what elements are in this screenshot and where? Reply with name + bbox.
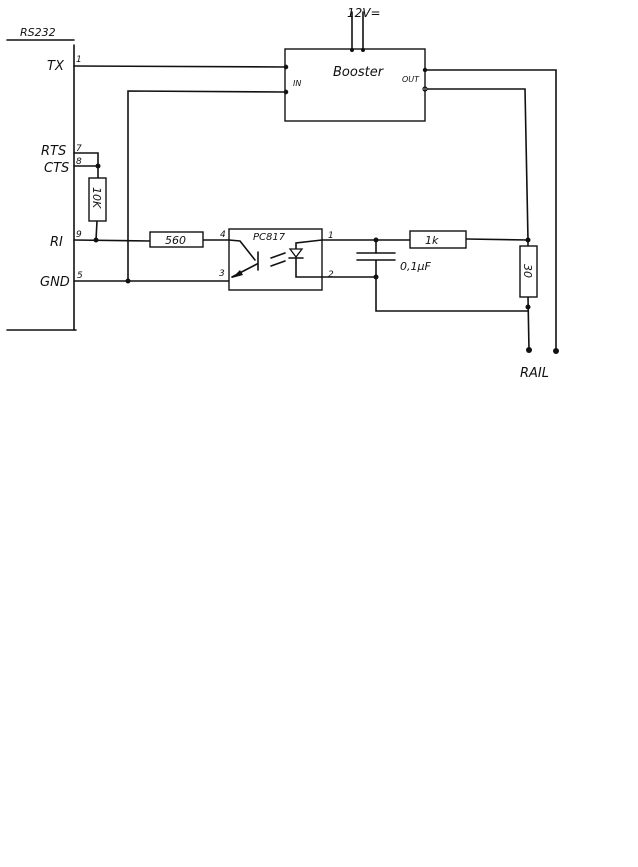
signal-cts: CTS: [44, 161, 69, 176]
rs232-connector: RS232 TX 1 RTS 7 CTS 8 RI 9 GND 5: [6, 26, 83, 331]
booster: Booster IN OUT 12V=: [283, 6, 426, 122]
resistor-1k: 1k: [409, 230, 467, 249]
wires: [73, 11, 557, 353]
signal-gnd: GND: [40, 275, 70, 290]
pin-7: 7: [76, 144, 82, 154]
opto-pin-3: 3: [219, 269, 225, 279]
resistor-10k: 10K: [88, 177, 107, 222]
booster-label: Booster: [333, 65, 385, 80]
resistor-30: 30: [519, 245, 538, 298]
opto-pin-4: 4: [220, 230, 226, 240]
signal-ri: RI: [50, 235, 63, 250]
signal-rts: RTS: [41, 144, 66, 159]
resistor-10k-label: 10K: [90, 187, 103, 209]
resistor-1k-label: 1k: [425, 234, 439, 247]
optocoupler-pc817: PC817 4 3 1 2: [219, 228, 334, 291]
resistor-560-label: 560: [165, 234, 186, 247]
capacitor-label: 0,1µF: [400, 260, 431, 273]
led-icon: [270, 239, 323, 278]
opto-pin-2: 2: [328, 270, 334, 280]
rail-label: RAIL: [520, 366, 549, 381]
rail-output: RAIL: [520, 347, 559, 381]
pin-5: 5: [77, 271, 83, 281]
supply-label: 12V=: [347, 6, 381, 20]
signal-tx: TX: [47, 59, 65, 74]
booster-in-label: IN: [293, 79, 301, 88]
pin-1: 1: [76, 55, 82, 65]
booster-out-label: OUT: [402, 75, 420, 84]
opto-pin-1: 1: [328, 231, 334, 241]
capacitor: 0,1µF: [356, 252, 431, 273]
resistor-30-label: 30: [521, 264, 534, 278]
pin-8: 8: [76, 157, 82, 167]
pin-9: 9: [76, 230, 82, 240]
resistor-560: 560: [149, 231, 204, 248]
phototransistor-icon: [228, 239, 259, 278]
optocoupler-label: PC817: [253, 232, 286, 243]
connector-title: RS232: [20, 26, 56, 39]
